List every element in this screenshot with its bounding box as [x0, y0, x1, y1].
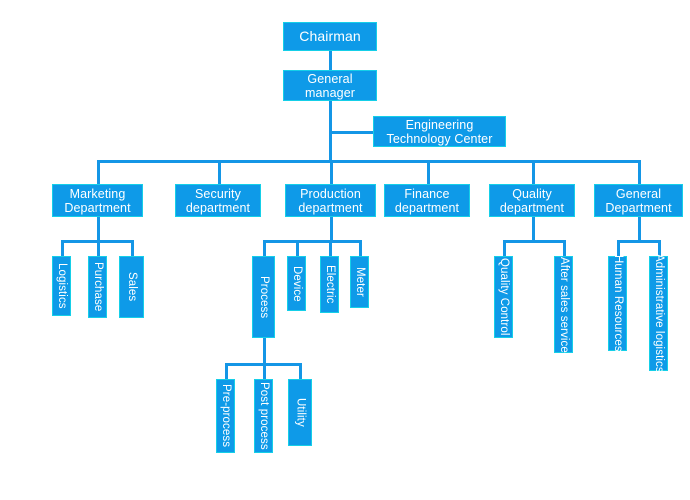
connector-drop-process	[263, 240, 266, 256]
node-logistics-label: Logistics	[55, 263, 68, 309]
node-finance-label-line2: department	[394, 200, 460, 215]
node-quality-control-label: Quality Control	[497, 258, 510, 336]
connector-process-stem	[263, 338, 266, 363]
node-quality-label-line2: department	[499, 200, 565, 215]
connector-drop-meter	[359, 240, 362, 256]
node-engineering-label-line2: Technology Center	[386, 131, 493, 146]
connector-drop-general	[638, 160, 641, 184]
connector-chairman-to-gm	[329, 50, 332, 70]
node-process[interactable]: Process	[252, 256, 275, 338]
connector-drop-admin-logistics	[658, 240, 661, 256]
node-utility-label: Utility	[294, 398, 307, 427]
node-security-department[interactable]: Security department	[175, 184, 261, 217]
node-security-label-line1: Security	[195, 186, 241, 201]
connector-general-stem	[638, 216, 641, 240]
node-purchase[interactable]: Purchase	[88, 256, 107, 318]
node-security-label-line2: department	[185, 200, 251, 215]
node-electric-label: Electric	[323, 265, 336, 304]
node-engineering-technology-center[interactable]: Engineering Technology Center	[373, 116, 506, 147]
node-production-label-line2: department	[298, 200, 363, 215]
node-general-manager-label-line2: manager	[304, 85, 356, 100]
node-pre-process[interactable]: Pre-process	[216, 379, 235, 453]
node-utility[interactable]: Utility	[288, 379, 312, 446]
node-after-sales-service-label: After sales service	[557, 256, 570, 353]
node-general-department-label-line2: Department	[605, 200, 672, 215]
node-general-department-label-line1: General	[615, 186, 662, 201]
connector-quality-bus	[503, 240, 566, 243]
node-administrative-logistics-label: Administrative logistics	[652, 254, 665, 373]
node-purchase-label: Purchase	[91, 262, 104, 312]
connector-drop-utility	[299, 363, 302, 379]
node-production-label-line1: Production	[300, 186, 361, 201]
node-general-department[interactable]: General Department	[594, 184, 683, 217]
node-finance-department[interactable]: Finance department	[384, 184, 470, 217]
node-post-process-label: Post process	[257, 382, 270, 450]
connector-quality-stem	[532, 216, 535, 240]
connector-production-bus	[263, 240, 362, 243]
node-human-resources-label: Human Resources	[611, 255, 624, 352]
node-post-process[interactable]: Post process	[254, 379, 273, 453]
connector-drop-production	[330, 160, 333, 184]
connector-drop-quality-control	[503, 240, 506, 256]
node-production-department[interactable]: Production department	[285, 184, 376, 217]
connector-main-bus	[97, 160, 641, 163]
node-device-label: Device	[290, 265, 303, 302]
node-general-manager-label-line1: General	[307, 71, 353, 86]
node-sales[interactable]: Sales	[119, 256, 144, 318]
connector-production-stem	[330, 216, 333, 240]
node-electric[interactable]: Electric	[320, 256, 339, 313]
node-engineering-label-line1: Engineering	[405, 117, 474, 132]
connector-drop-electric	[329, 240, 332, 256]
node-process-label: Process	[257, 275, 270, 319]
node-sales-label: Sales	[125, 272, 138, 302]
node-meter[interactable]: Meter	[350, 256, 369, 308]
connector-drop-device	[296, 240, 299, 256]
node-marketing-label-line2: Department	[64, 200, 131, 215]
node-marketing-department[interactable]: Marketing Department	[52, 184, 143, 217]
node-meter-label: Meter	[353, 267, 366, 297]
connector-drop-marketing	[97, 160, 100, 184]
connector-drop-sales	[131, 240, 134, 256]
node-logistics[interactable]: Logistics	[52, 256, 71, 316]
connector-gm-to-engineering	[329, 131, 373, 134]
connector-drop-logistics	[61, 240, 64, 256]
connector-drop-quality	[532, 160, 535, 184]
connector-general-bus	[617, 240, 661, 243]
node-general-manager[interactable]: General manager	[283, 70, 377, 101]
node-marketing-label-line1: Marketing	[69, 186, 126, 201]
node-finance-label-line1: Finance	[404, 186, 450, 201]
node-quality-label-line1: Quality	[512, 186, 552, 201]
connector-drop-pre-process	[225, 363, 228, 379]
connector-drop-post-process	[263, 363, 266, 379]
node-quality-control[interactable]: Quality Control	[494, 256, 513, 338]
node-administrative-logistics[interactable]: Administrative logistics	[649, 254, 668, 373]
node-device[interactable]: Device	[287, 256, 306, 311]
node-chairman-label: Chairman	[299, 27, 361, 44]
connector-drop-security	[218, 160, 221, 184]
connector-drop-finance	[427, 160, 430, 184]
connector-marketing-stem	[97, 216, 100, 240]
connector-drop-after-sales	[563, 240, 566, 256]
connector-drop-purchase	[97, 240, 100, 256]
node-quality-department[interactable]: Quality department	[489, 184, 575, 217]
node-pre-process-label: Pre-process	[219, 384, 232, 448]
node-chairman[interactable]: Chairman	[283, 22, 377, 51]
node-human-resources[interactable]: Human Resources	[608, 255, 627, 352]
node-after-sales-service[interactable]: After sales service	[554, 256, 573, 353]
connector-drop-human-resources	[617, 240, 620, 256]
